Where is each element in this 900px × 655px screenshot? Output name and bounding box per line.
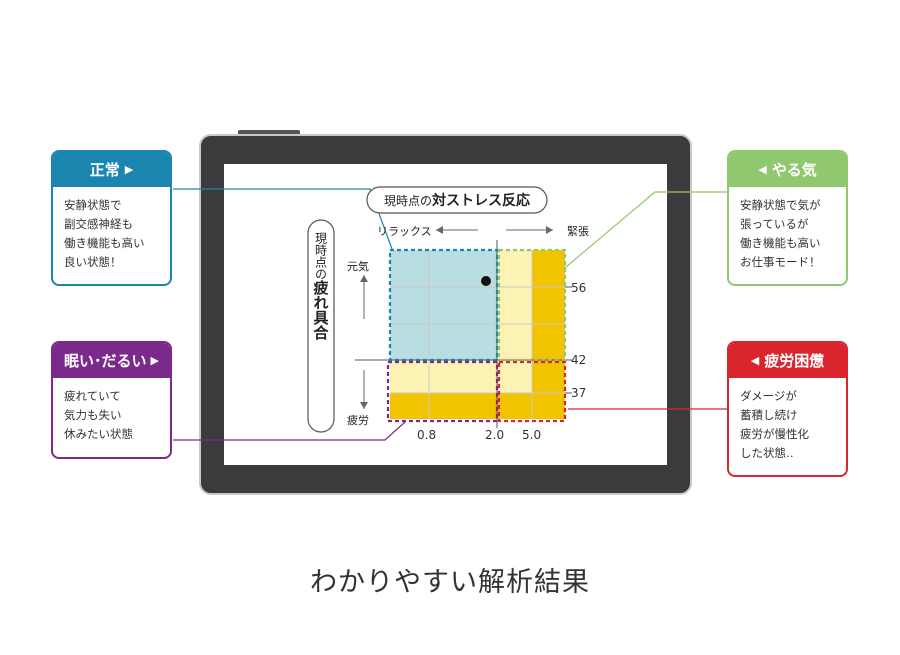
x-right-label: 緊張 bbox=[567, 225, 589, 238]
callout-line: 安静状態で bbox=[64, 198, 122, 212]
callout-drowsy: 眠い･だるい ▶ 疲れていて 気力も失い 休みたい状態 bbox=[51, 341, 172, 459]
callout-drowsy-header: 眠い･だるい ▶ bbox=[53, 343, 170, 378]
callout-line: ダメージが bbox=[740, 389, 797, 403]
y-tick-label: 56 bbox=[571, 281, 587, 295]
y-bottom-label: 疲労 bbox=[347, 414, 369, 427]
callout-line: 副交感神経も bbox=[64, 217, 133, 231]
callout-drowsy-body: 疲れていて 気力も失い 休みたい状態 bbox=[53, 378, 170, 444]
x-tick-label: 5.0 bbox=[522, 428, 542, 442]
region-motivated-light bbox=[497, 250, 532, 360]
x-tick-label: 0.8 bbox=[417, 428, 437, 442]
y-title: 現時点の 疲れ具合 bbox=[308, 232, 334, 340]
x-tick-label: 2.0 bbox=[485, 428, 505, 442]
chart-title-bold: 対ストレス反応 bbox=[432, 193, 530, 209]
region-normal bbox=[390, 250, 497, 360]
connector-motivated bbox=[559, 191, 728, 273]
callout-motivated-header: ◀ やる気 bbox=[729, 152, 846, 187]
callout-normal-title: 正常 bbox=[89, 161, 120, 179]
callout-line: 疲労が慢性化 bbox=[740, 427, 809, 441]
tablet-side-button bbox=[238, 130, 300, 135]
callout-line: 良い状態！ bbox=[64, 255, 122, 269]
connector-drowsy bbox=[173, 421, 406, 441]
callout-fatigue: ◀ 疲労困憊 ダメージが 蓄積し続け 疲労が慢性化 した状態‥ bbox=[727, 341, 848, 477]
chart-title: 現時点の 対ストレス反応 bbox=[367, 187, 547, 213]
callout-motivated-body: 安静状態で気が 張っているが 働き機能も高い お仕事モード！ bbox=[729, 187, 846, 272]
triangle-right-icon: ▶ bbox=[124, 163, 134, 176]
x-left-label: リラックス bbox=[377, 225, 432, 238]
arrow-right-icon bbox=[546, 226, 553, 234]
y-title-pill bbox=[307, 219, 335, 433]
chart-title-pill bbox=[366, 186, 548, 214]
outline-normal bbox=[388, 248, 499, 362]
chart-title-prefix: 現時点の bbox=[383, 193, 432, 208]
callout-line: した状態‥ bbox=[740, 446, 794, 460]
callout-line: お仕事モード！ bbox=[740, 255, 821, 269]
arrow-down-icon bbox=[360, 402, 368, 409]
y-top-label: 元気 bbox=[347, 260, 369, 273]
connector-normal bbox=[173, 188, 393, 250]
callout-line: 張っているが bbox=[740, 217, 809, 231]
callout-normal: 正常 ▶ 安静状態で 副交感神経も 働き機能も高い 良い状態！ bbox=[51, 150, 172, 286]
grid-lines bbox=[390, 250, 565, 419]
arrow-left-icon bbox=[436, 226, 443, 234]
region-drowsy-light bbox=[390, 360, 497, 393]
triangle-left-icon: ◀ bbox=[758, 163, 767, 176]
callout-line: 気力も失い bbox=[64, 408, 122, 422]
callout-drowsy-title: 眠い･だるい bbox=[64, 352, 147, 370]
y-tick-label: 42 bbox=[571, 353, 587, 367]
triangle-left-icon: ◀ bbox=[750, 354, 760, 367]
callout-line: 安静状態で気が bbox=[740, 198, 821, 212]
callout-line: 働き機能も高い bbox=[64, 236, 145, 250]
y-tick-label: 37 bbox=[571, 386, 587, 400]
region-motivated-dark bbox=[532, 250, 565, 360]
callout-fatigue-header: ◀ 疲労困憊 bbox=[729, 343, 846, 378]
callout-line: 蓄積し続け bbox=[740, 408, 798, 422]
y-title-bold: 疲れ具合 bbox=[311, 280, 330, 340]
region-fatigue-light bbox=[497, 360, 532, 393]
y-title-prefix: 現時点の bbox=[313, 232, 328, 280]
region-fatigue-dark bbox=[497, 393, 565, 419]
callout-normal-header: 正常 ▶ bbox=[53, 152, 170, 187]
callout-motivated-title: やる気 bbox=[771, 161, 817, 179]
callout-line: 働き機能も高い bbox=[740, 236, 821, 250]
triangle-right-icon: ▶ bbox=[150, 354, 159, 367]
callout-line: 疲れていて bbox=[64, 389, 121, 403]
region-fatigue-mid bbox=[532, 360, 565, 393]
arrow-up-icon bbox=[360, 275, 368, 282]
callout-line: 休みたい状態 bbox=[64, 427, 133, 441]
caption: わかりやすい解析結果 bbox=[310, 567, 590, 598]
callout-fatigue-title: 疲労困憊 bbox=[764, 352, 825, 370]
current-position-dot bbox=[481, 276, 491, 286]
callout-normal-body: 安静状態で 副交感神経も 働き機能も高い 良い状態！ bbox=[53, 187, 170, 272]
outline-motivated bbox=[497, 248, 567, 362]
region-drowsy-dark bbox=[390, 393, 497, 419]
callout-fatigue-body: ダメージが 蓄積し続け 疲労が慢性化 した状態‥ bbox=[729, 378, 846, 463]
outline-fatigue bbox=[497, 360, 567, 423]
callout-motivated: ◀ やる気 安静状態で気が 張っているが 働き機能も高い お仕事モード！ bbox=[727, 150, 848, 286]
